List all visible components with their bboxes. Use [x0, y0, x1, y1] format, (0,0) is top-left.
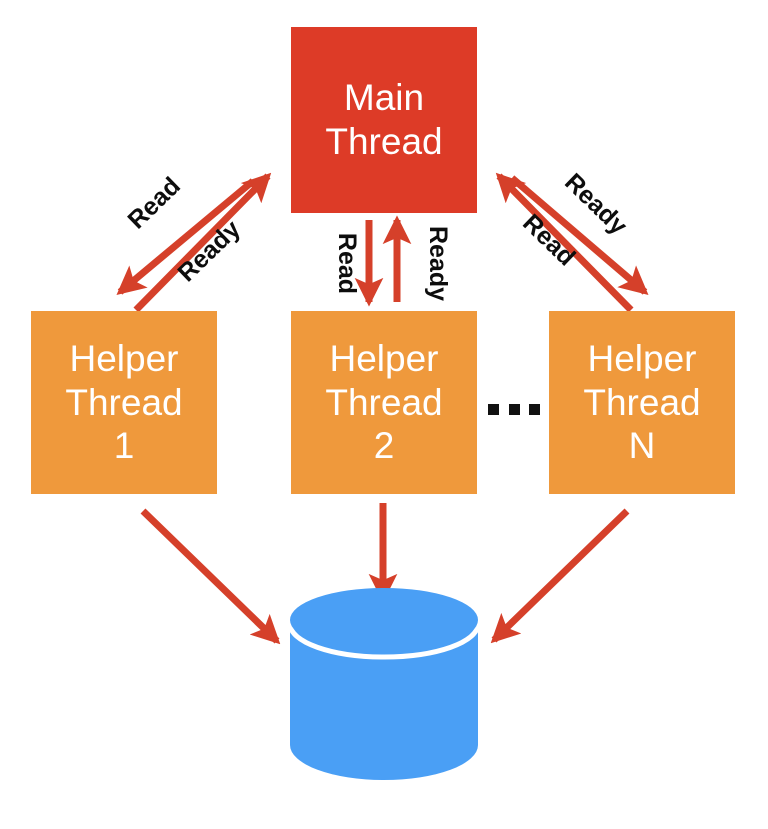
- helper-thread-1-label-line-2: Thread: [65, 381, 183, 423]
- helper-thread-2-label-line-1: Helper: [329, 338, 439, 380]
- helper-thread-2-label-line-3: 2: [373, 425, 395, 467]
- main-thread-label-line-2: Thread: [325, 121, 443, 162]
- helper-thread-1-node[interactable]: Helper Thread 1: [31, 311, 217, 494]
- helper-thread-1-label-line-1: Helper: [69, 338, 179, 380]
- ellipsis-dot-1: [488, 403, 499, 415]
- edge-left-ready-arrow: [133, 172, 272, 313]
- ellipsis-dot-2: [508, 403, 520, 415]
- helper-thread-2-node[interactable]: Helper Thread 2: [291, 311, 477, 494]
- datastore-cylinder: [287, 588, 481, 780]
- helper-thread-n-node[interactable]: Helper Thread N: [549, 311, 735, 494]
- edge-label-center-ready: Ready: [424, 225, 453, 302]
- ellipsis-dot-3: [529, 403, 540, 415]
- edge-right-ready-arrow: [495, 172, 634, 313]
- main-thread-label-line-1: Main: [343, 77, 425, 119]
- edge-helper1-datastore-arrow: [140, 508, 281, 645]
- edge-right-read-arrow: [509, 175, 649, 295]
- helper-thread-n-label-line-3: N: [628, 425, 656, 467]
- helper-thread-n-label-line-1: Helper: [587, 338, 697, 380]
- edge-helpern-datastore-arrow: [490, 508, 630, 644]
- helper-thread-2-label-line-2: Thread: [325, 381, 443, 423]
- ellipsis-indicator: [488, 396, 540, 422]
- main-thread-node[interactable]: Main Thread: [291, 27, 477, 213]
- helper-thread-1-label-line-3: 1: [113, 425, 135, 467]
- helper-thread-n-label-line-2: Thread: [583, 381, 701, 423]
- edge-label-center-read: Read: [333, 232, 362, 295]
- edge-left-read-arrow: [116, 178, 256, 295]
